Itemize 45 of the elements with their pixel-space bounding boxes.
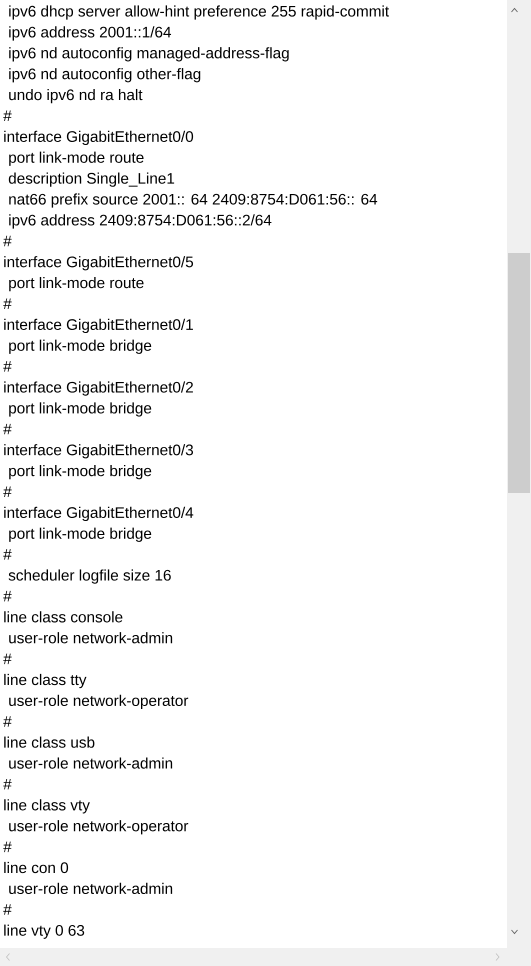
config-line: scheduler logfile size 16 xyxy=(8,569,171,584)
config-line: # xyxy=(3,236,12,246)
config-line: # xyxy=(3,110,12,121)
config-line: # xyxy=(3,778,12,790)
config-line: # xyxy=(3,298,12,309)
config-line: interface GigabitEthernet0/2 xyxy=(4,381,193,396)
config-line: # xyxy=(3,361,12,372)
config-line: # xyxy=(3,424,12,434)
config-line: line class vty xyxy=(4,799,90,814)
config-line: ipv6 dhcp server allow-hint preference 255 rapid-commit xyxy=(9,5,389,20)
config-line: port link-mode bridge xyxy=(9,340,152,354)
config-line: # xyxy=(3,716,12,727)
config-line: # xyxy=(3,549,12,560)
config-line: line con 0 xyxy=(4,862,68,874)
config-line: undo ipv6 nd ra halt xyxy=(9,88,142,104)
config-line: # xyxy=(3,590,12,602)
config-line: # xyxy=(3,654,12,664)
config-line: user-role network-admin xyxy=(9,882,172,894)
config-line: ipv6 address 2001::1/64 xyxy=(9,26,172,41)
config-line: user-role network-operator xyxy=(9,694,188,710)
config-line: interface GigabitEthernet0/4 xyxy=(4,506,194,522)
config-line: line vty 0 63 xyxy=(4,924,84,939)
config-line: line class console xyxy=(4,611,122,622)
config-line: description Single_Line1 xyxy=(8,172,174,187)
config-line: # xyxy=(3,842,12,852)
config-line: interface GigabitEthernet0/1 xyxy=(4,318,193,334)
config-line: line class tty xyxy=(4,674,86,688)
config-line: # xyxy=(3,904,12,915)
config-line: interface GigabitEthernet0/5 xyxy=(4,256,194,270)
config-line: port link-mode route xyxy=(9,152,144,166)
config-line: interface GigabitEthernet0/0 xyxy=(4,130,194,146)
config-line: port link-mode route xyxy=(9,276,144,292)
config-line: line class usb xyxy=(4,736,94,748)
config-line: user-role network-operator xyxy=(9,820,188,834)
config-line: ipv6 nd autoconfig other-flag xyxy=(9,68,200,82)
config-line: # xyxy=(3,486,12,497)
config-line: port link-mode bridge xyxy=(9,528,152,542)
config-line: ipv6 nd autoconfig managed-address-flag xyxy=(9,47,289,62)
config-line: user-role network-admin xyxy=(9,757,172,769)
config-line: ipv6 address 2409:8754:D061:56::2/64 xyxy=(9,214,272,229)
config-line: user-role network-admin xyxy=(9,632,172,644)
config-line: port link-mode bridge xyxy=(9,464,152,480)
config-line: port link-mode bridge xyxy=(9,402,152,417)
config-line: nat66 prefix source 2001:: 64 2409:8754:D061:56:: 64 xyxy=(9,193,378,208)
config-line: interface GigabitEthernet0/3 xyxy=(4,444,194,458)
